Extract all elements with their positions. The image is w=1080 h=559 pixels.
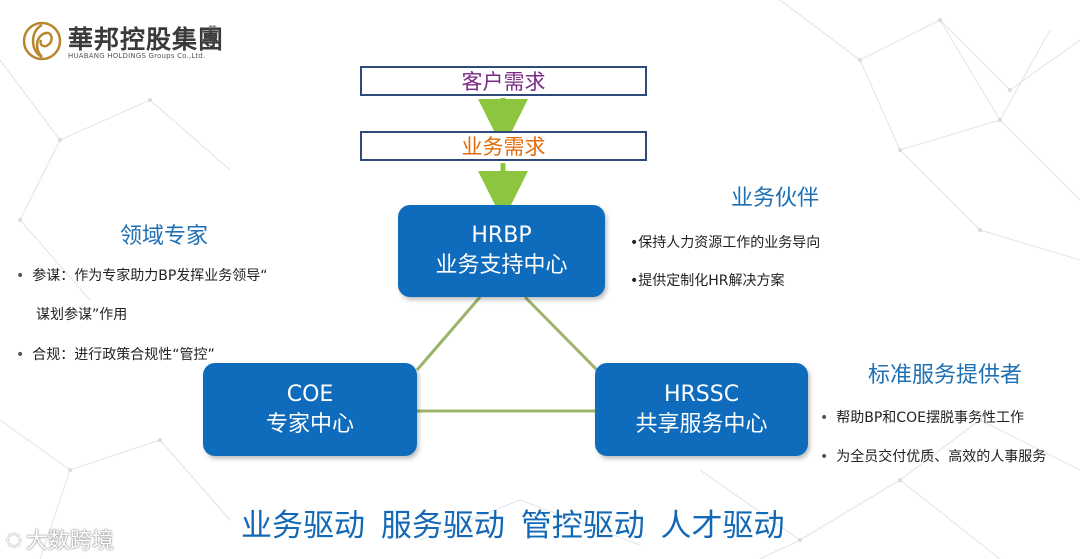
bullet-dot-icon: • <box>820 410 829 426</box>
business-partner-item: •保持人力资源工作的业务导向 <box>630 235 821 251</box>
domain-expert-item: • 合规：进行政策合规性“管控” <box>16 344 215 364</box>
business-partner-item: •提供定制化HR解决方案 <box>630 273 785 289</box>
domain-expert-item: • 参谋：作为专家助力BP发挥业务领导“ <box>16 265 268 285</box>
line-hrbp-coe <box>415 296 482 371</box>
bullet-dot-icon: • <box>820 449 829 465</box>
company-logo: 華邦控股集團 華邦 HUABANG HOLDINGS Groups Co.,Lt… <box>22 18 232 68</box>
logo-chinese-name: 華邦控股集團 <box>68 25 225 54</box>
service-provider-item: • 帮助BP和COE摆脱事务性工作 <box>820 407 1024 427</box>
hrbp-node: HRBP 业务支持中心 <box>398 205 605 297</box>
bullet-dot-icon: • <box>16 347 25 363</box>
domain-expert-item-continuation: 谋划参谋”作用 <box>36 307 128 323</box>
coe-subtitle: 专家中心 <box>265 411 354 437</box>
logo-seal: 華邦 <box>208 26 218 46</box>
service-provider-item: • 为全员交付优质、高效的人事服务 <box>820 446 1046 466</box>
hrssc-title: HRSSC <box>663 381 740 407</box>
hrssc-node: HRSSC 共享服务中心 <box>595 363 808 456</box>
watermark-logo-icon: ◌ <box>6 528 22 550</box>
business-need-box: 业务需求 <box>360 131 647 161</box>
hrbp-subtitle: 业务支持中心 <box>435 253 568 278</box>
watermark-text: 大数跨境 <box>25 529 114 554</box>
hrssc-subtitle: 共享服务中心 <box>635 411 768 437</box>
service-provider-item-text: 为全员交付优质、高效的人事服务 <box>836 449 1047 465</box>
watermark: ◌ 大数跨境 <box>6 523 114 555</box>
service-provider-item-text: 帮助BP和COE摆脱事务性工作 <box>836 410 1024 426</box>
bullet-dot-icon: • <box>16 268 25 284</box>
logo-swirl-icon <box>22 21 62 61</box>
domain-expert-item-text: 参谋：作为专家助力BP发挥业务领导“ <box>32 268 268 284</box>
service-provider-heading: 标准服务提供者 <box>868 363 1023 388</box>
line-hrbp-hrssc <box>523 295 599 372</box>
business-partner-heading: 业务伙伴 <box>731 186 820 211</box>
customer-need-box: 客户需求 <box>360 66 647 96</box>
coe-node: COE 专家中心 <box>203 363 417 456</box>
drivers-motto: 业务驱动 服务驱动 管控驱动 人才驱动 <box>241 508 785 544</box>
logo-english-name: HUABANG HOLDINGS Groups Co.,Ltd. <box>68 52 206 60</box>
domain-expert-item-text: 合规：进行政策合规性“管控” <box>32 347 215 363</box>
coe-title: COE <box>286 381 334 407</box>
hrbp-title: HRBP <box>471 223 532 248</box>
domain-expert-heading: 领域专家 <box>120 224 209 249</box>
